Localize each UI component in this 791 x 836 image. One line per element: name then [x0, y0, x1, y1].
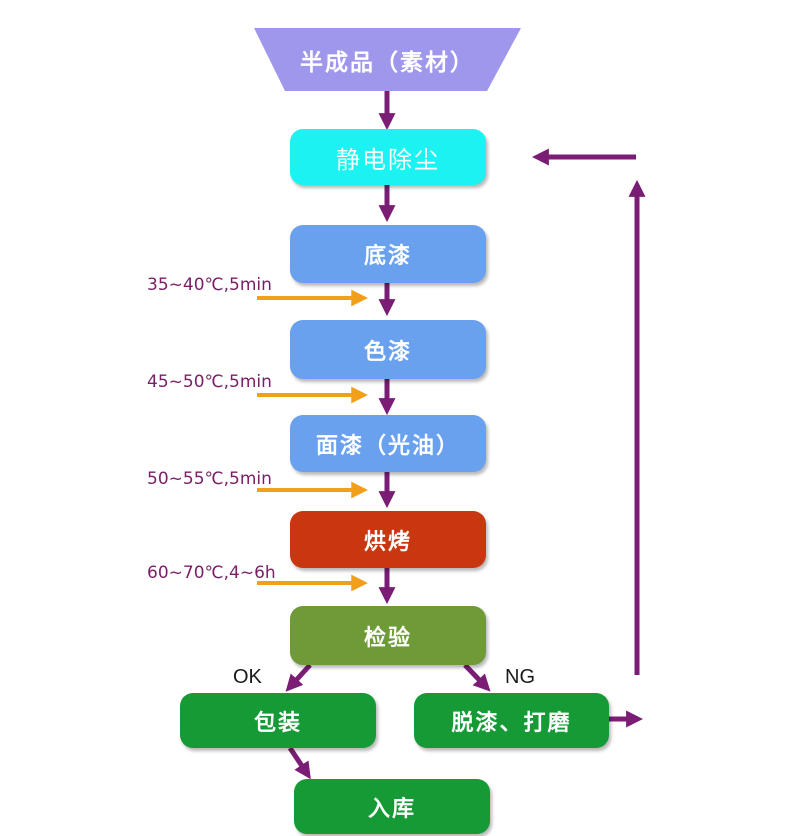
- node-strip-and-sand: 脱漆、打磨: [414, 693, 609, 748]
- start-shape: [254, 28, 521, 91]
- node-inspection: 检验: [290, 606, 486, 665]
- node-primer: 底漆: [290, 225, 486, 283]
- node-packaging: 包装: [180, 693, 376, 748]
- node-color-coat: 色漆: [290, 320, 486, 379]
- condition-baking: 60~70℃,4~6h: [147, 563, 276, 583]
- arrow-inspect-to-pack: [285, 663, 312, 692]
- node-warehouse-in: 入库: [294, 779, 490, 834]
- node-electrostatic-dedust: 静电除尘: [290, 129, 486, 185]
- arrow-inspect-to-rework: [463, 663, 491, 692]
- node-raw-material: 半成品（素材）: [300, 49, 475, 76]
- condition-primer: 35~40℃,5min: [147, 275, 272, 295]
- branch-label-ok: OK: [233, 666, 262, 688]
- condition-color-coat: 45~50℃,5min: [147, 372, 272, 392]
- branch-label-ng: NG: [505, 666, 535, 688]
- node-top-coat: 面漆（光油）: [290, 415, 486, 472]
- arrow-pack-to-store: [287, 746, 311, 780]
- node-baking: 烘烤: [290, 511, 486, 568]
- condition-top-coat: 50~55℃,5min: [147, 469, 272, 489]
